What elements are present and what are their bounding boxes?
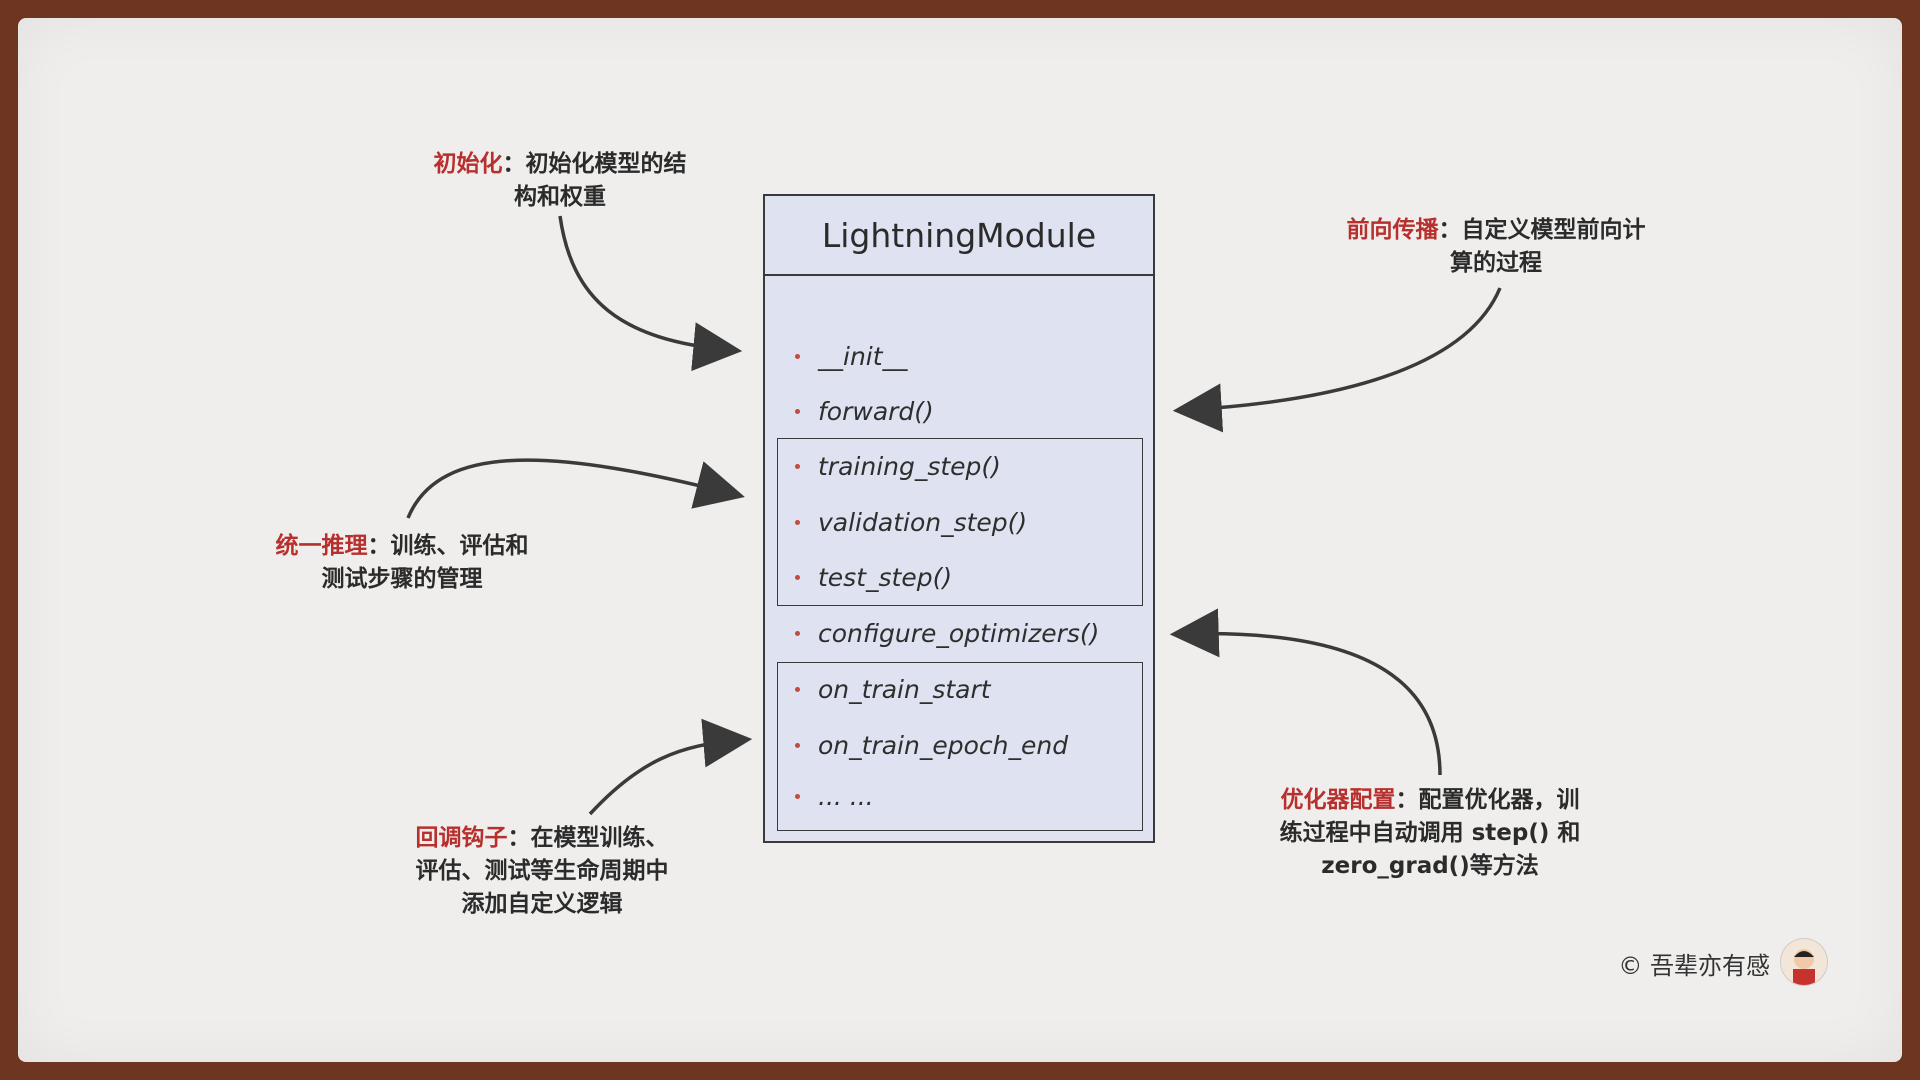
bullet-icon — [795, 408, 800, 414]
bullet-icon — [795, 630, 800, 636]
note-line: zero_grad()等方法 — [1321, 853, 1539, 879]
bullet-icon — [795, 463, 800, 469]
note-key: 前向传播 — [1346, 217, 1439, 243]
note-key: 统一推理 — [275, 533, 368, 559]
bullet-icon — [795, 519, 800, 525]
bullet-icon — [795, 353, 800, 359]
arrow-init — [558, 215, 743, 372]
note-line: 优化器配置：配置优化器，训 — [1260, 784, 1600, 817]
arrow-optimizer — [1169, 608, 1442, 776]
method-ellipsis: ... ... — [795, 776, 874, 816]
note-init: 初始化：初始化模型的结 构和权重 — [420, 148, 700, 214]
bullet-icon — [795, 574, 800, 580]
method-on-train-epoch-end: on_train_epoch_end — [795, 725, 1068, 765]
note-text: ：配置优化器，训 — [1395, 787, 1580, 813]
method-label: validation_step() — [818, 507, 1028, 537]
method-label: test_step() — [818, 562, 953, 592]
note-text: ：训练、评估和 — [367, 533, 529, 559]
method-label: training_step() — [818, 451, 1001, 481]
note-line: 算的过程 — [1450, 250, 1542, 276]
method-init: __init__ — [795, 336, 908, 376]
method-configure-optimizers: configure_optimizers() — [795, 613, 1099, 653]
bullet-icon — [795, 742, 800, 748]
bullet-icon — [795, 793, 800, 799]
method-test-step: test_step() — [795, 557, 952, 597]
module-title: LightningModule — [765, 196, 1153, 276]
note-text: ：在模型训练、 — [507, 825, 669, 851]
method-label: ... ... — [818, 781, 874, 811]
lightning-module-box: LightningModule __init__ forward() train… — [763, 194, 1155, 843]
method-validation-step: validation_step() — [795, 502, 1027, 542]
method-label: __init__ — [818, 341, 908, 371]
avatar — [1780, 938, 1828, 986]
method-label: forward() — [818, 396, 934, 426]
inference-group-box — [777, 438, 1143, 606]
callbacks-group-box — [777, 662, 1143, 831]
note-line: 练过程中自动调用 step() 和 — [1279, 820, 1581, 846]
method-label: on_train_epoch_end — [818, 730, 1069, 760]
note-text: ：初始化模型的结 — [502, 151, 687, 177]
note-text: ：自定义模型前向计 — [1438, 217, 1646, 243]
arrow-inference — [406, 458, 745, 519]
note-key: 回调钩子 — [415, 825, 508, 851]
note-key: 初始化 — [433, 151, 503, 177]
note-forward: 前向传播：自定义模型前向计 算的过程 — [1336, 214, 1656, 280]
note-line: 初始化：初始化模型的结 — [420, 148, 700, 181]
method-label: configure_optimizers() — [818, 618, 1100, 648]
note-line: 添加自定义逻辑 — [461, 891, 623, 917]
note-line: 评估、测试等生命周期中 — [415, 858, 669, 884]
avatar-icon — [1793, 949, 1815, 985]
note-line: 测试步骤的管理 — [321, 566, 483, 592]
note-key: 优化器配置 — [1280, 787, 1396, 813]
note-line: 统一推理：训练、评估和 — [262, 530, 542, 563]
arrow-callbacks — [588, 718, 753, 816]
note-line: 前向传播：自定义模型前向计 — [1336, 214, 1656, 247]
method-on-train-start: on_train_start — [795, 669, 991, 709]
note-line: 回调钩子：在模型训练、 — [402, 822, 682, 855]
note-callbacks: 回调钩子：在模型训练、 评估、测试等生命周期中 添加自定义逻辑 — [402, 822, 682, 921]
note-line: 构和权重 — [514, 184, 606, 210]
note-inference: 统一推理：训练、评估和 测试步骤的管理 — [262, 530, 542, 596]
credit-text: © 吾辈亦有感 — [1618, 952, 1770, 980]
arrow-forward — [1172, 287, 1502, 433]
method-training-step: training_step() — [795, 446, 1001, 486]
method-forward: forward() — [795, 391, 934, 431]
method-label: on_train_start — [818, 674, 991, 704]
bullet-icon — [795, 686, 800, 692]
note-optimizer: 优化器配置：配置优化器，训 练过程中自动调用 step() 和 zero_gra… — [1260, 784, 1600, 883]
